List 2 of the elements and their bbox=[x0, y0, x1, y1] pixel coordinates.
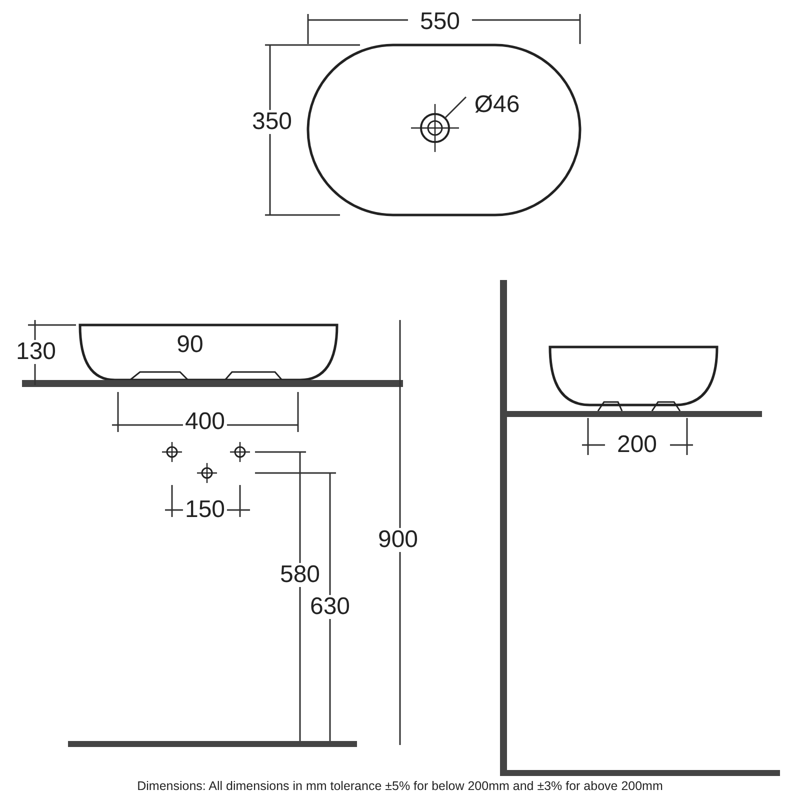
dimension-label: 350 bbox=[250, 110, 294, 134]
caption: Dimensions: All dimensions in mm tolerance ±5% for below 200mm and ±3% for above 200mm bbox=[137, 780, 663, 792]
